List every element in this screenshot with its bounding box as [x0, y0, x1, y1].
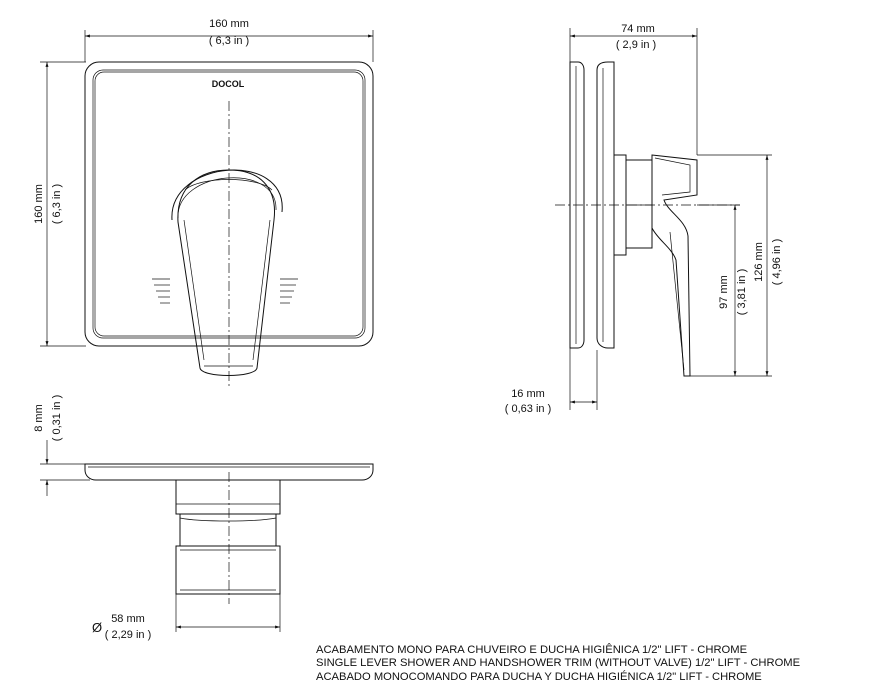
- side-depth-mm: 74 mm: [621, 23, 655, 35]
- bottom-view: 8 mm ( 0,31 in ) Ø 58 mm ( 2,29 in ): [33, 395, 374, 641]
- front-width-mm: 160 mm: [209, 18, 249, 30]
- diameter-symbol: Ø: [92, 620, 102, 635]
- side-view: 74 mm ( 2,9 in ) 97 mm ( 3,81 in ) 126 m…: [505, 23, 783, 415]
- lever-height-mm: 126 mm: [753, 242, 765, 282]
- axis-height-in: ( 3,81 in ): [736, 269, 748, 315]
- plate-side-right: [596, 61, 615, 349]
- side-depth-in: ( 2,9 in ): [616, 39, 656, 51]
- front-width-in: ( 6,3 in ): [209, 35, 249, 47]
- plate-side-left: [569, 61, 585, 349]
- plate-depth-mm: 16 mm: [511, 388, 545, 400]
- caption-portuguese: ACABAMENTO MONO PARA CHUVEIRO E DUCHA HI…: [316, 644, 748, 656]
- caption-english: SINGLE LEVER SHOWER AND HANDSHOWER TRIM …: [316, 657, 801, 670]
- product-captions: ACABAMENTO MONO PARA CHUVEIRO E DUCHA HI…: [316, 644, 800, 684]
- flow-mark-right: [280, 278, 298, 304]
- diameter-mm: 58 mm: [111, 613, 145, 625]
- plate-depth-in: ( 0,63 in ): [505, 403, 551, 415]
- lever-handle: [177, 169, 275, 376]
- plate-thickness-in: ( 0,31 in ): [51, 395, 63, 441]
- valve-body-cylinder: [175, 545, 281, 595]
- cover-plate: [84, 61, 374, 347]
- brand-logo: DOCOL: [212, 79, 245, 89]
- lever-height-in: ( 4,96 in ): [771, 239, 783, 285]
- axis-height-mm: 97 mm: [718, 275, 730, 309]
- caption-spanish: ACABADO MONOCOMANDO PARA DUCHA Y DUCHA H…: [316, 670, 762, 683]
- front-height-in: ( 6,3 in ): [51, 184, 63, 224]
- valve-body-flange: [175, 479, 281, 515]
- diameter-in: ( 2,29 in ): [105, 629, 151, 641]
- plate-edge-view: [84, 463, 374, 481]
- front-view: 160 mm ( 6,3 in ) 160 mm ( 6,3 in ) DOCO…: [33, 18, 374, 388]
- plate-thickness-mm: 8 mm: [33, 404, 45, 432]
- lever-side: [651, 154, 698, 377]
- front-height-mm: 160 mm: [33, 184, 45, 224]
- flow-mark-left: [152, 278, 170, 304]
